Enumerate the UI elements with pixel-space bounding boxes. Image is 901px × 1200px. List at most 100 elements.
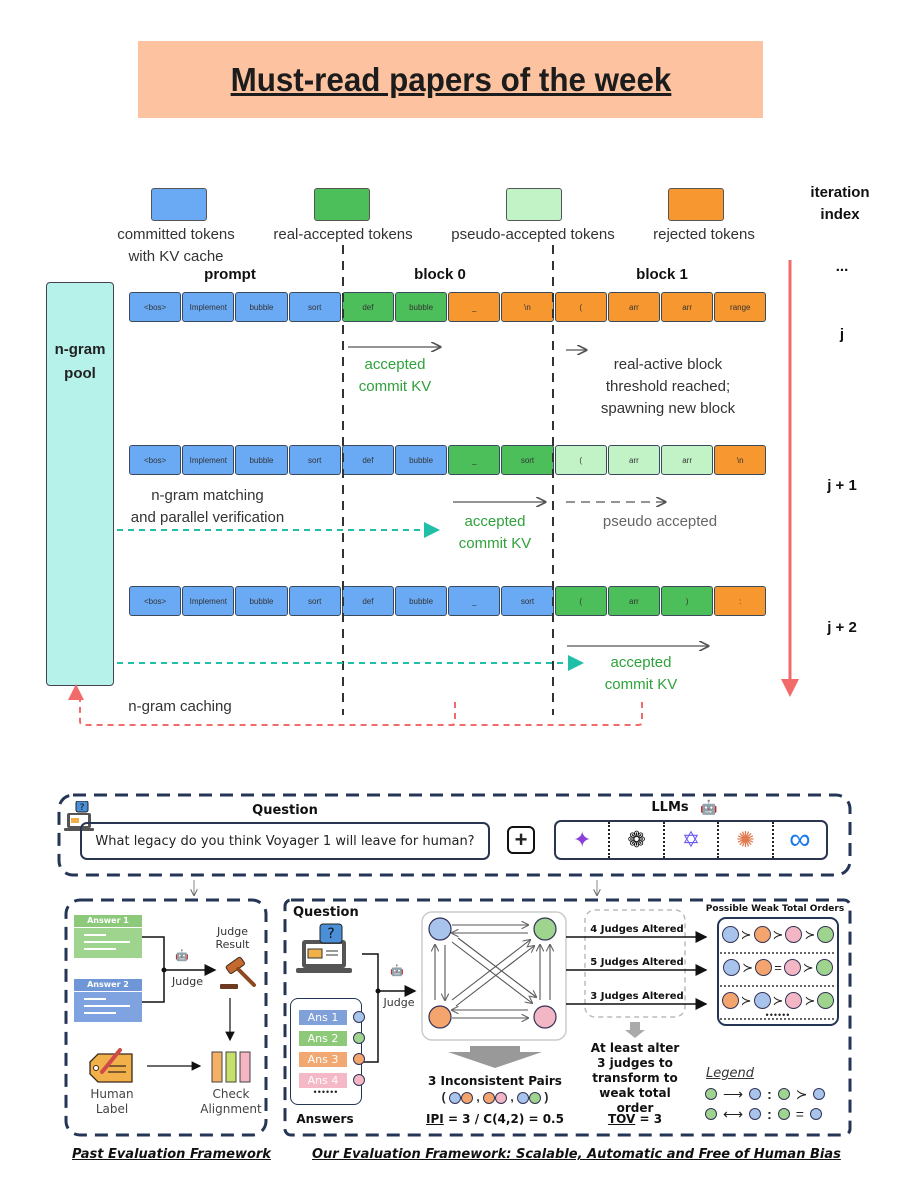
annotation-ngram-caching: n-gram caching (128, 698, 232, 715)
annotation-line: spawning new block (600, 400, 736, 417)
annotation-pseudo-accepted: pseudo accepted (602, 513, 718, 530)
legend-swatch-committed (151, 188, 207, 221)
answer-card-1: Answer 1 (74, 915, 142, 960)
answer-label: Ans 3 (299, 1051, 347, 1067)
weak-order: ≻≻≻ (718, 926, 838, 943)
legend-node-green (705, 1108, 717, 1120)
answer-node-pink (785, 992, 803, 1009)
llms-title: LLMs (651, 800, 689, 815)
legend-node-blue (749, 1108, 762, 1120)
section-header-prompt: prompt (204, 266, 256, 283)
token-rejected: \n (501, 292, 554, 322)
token-real-accepted: _ (448, 445, 501, 475)
token-pseudo-accepted: arr (607, 445, 660, 475)
legend-arrow: ⟷ (723, 1105, 744, 1122)
alter-down-arrow (625, 1022, 645, 1038)
ipi-formula: IPI = 3 / C(4,2) = 0.5 (410, 1112, 580, 1126)
weak-orders-list: ≻≻≻≻=≻≻≻≻•••••• (718, 918, 838, 1025)
inconsistent-pairs-list: ( , , ) (441, 1090, 549, 1104)
token-committed: def (341, 586, 394, 616)
legend-row: ⟷:= (705, 1104, 845, 1124)
token-committed: Implement (182, 586, 235, 616)
graph-node-ans2 (533, 917, 557, 941)
answer-node-green (817, 992, 835, 1009)
legend-row: ⟶:≻ (705, 1084, 845, 1104)
legend-swatch-real-accepted (314, 188, 370, 221)
past-frame (64, 898, 268, 1137)
annotation-line: commit KV (604, 676, 678, 693)
ngram-pool-label-line1: n-gram (54, 341, 106, 358)
ngram-caching-loop (68, 684, 643, 726)
answer-item: Ans 3 (299, 1051, 369, 1067)
ours-caption: Our Evaluation Framework: Scalable, Auto… (312, 1147, 841, 1162)
label-line: 3 judges to (597, 1056, 673, 1070)
figure1-connectors (68, 245, 799, 726)
token-committed: _ (448, 586, 501, 616)
answers-more: •••••• (313, 1087, 339, 1097)
token-committed: def (341, 445, 394, 475)
svg-text:?: ? (327, 926, 334, 942)
answer-card-2-title: Answer 2 (74, 979, 142, 991)
token-committed: sort (288, 292, 341, 322)
gavel-icon (218, 955, 258, 991)
token-committed: bubble (395, 586, 448, 616)
answer-label: Ans 1 (299, 1009, 347, 1025)
label-line: Check (212, 1087, 250, 1101)
token-rejected: ( (554, 292, 607, 322)
annotation-line: accepted (364, 356, 426, 373)
annotation-line: real-active block (613, 356, 723, 373)
check-alignment-text: Check Alignment (196, 1087, 266, 1117)
legend-node-green (705, 1088, 717, 1100)
answer-node-orange (721, 992, 739, 1009)
legend-node-blue (809, 1108, 822, 1120)
answer-node-orange (753, 926, 771, 943)
ipi-value: = 3 / C(4,2) = 0.5 (443, 1112, 564, 1126)
token-rejected: arr (607, 292, 660, 322)
answer-color-dot (353, 1011, 365, 1023)
weak-orders-box (717, 917, 839, 1026)
legend-node-green (777, 1088, 790, 1100)
ours-frame (283, 898, 852, 1137)
token-rejected: range (714, 292, 767, 322)
token-real-accepted: arr (607, 586, 660, 616)
answer-node-orange (755, 959, 773, 976)
at-least-alter-text: At least alter 3 judges to transform to … (580, 1041, 690, 1116)
section-header-block0: block 0 (414, 266, 466, 283)
tov-label: TOV (607, 1112, 636, 1126)
qwen-icon: ✡ (665, 822, 720, 858)
judge-result-label: Judge Result (210, 925, 255, 951)
answer-color-dot (353, 1032, 365, 1044)
relation-symbol: ≻ (742, 959, 754, 975)
token-committed: <bos> (129, 586, 182, 616)
token-committed: bubble (235, 292, 288, 322)
annotation-line: accepted (464, 513, 526, 530)
legend-relation: ≻ (795, 1085, 808, 1102)
legend-relation: = (795, 1106, 804, 1122)
graph-node-ans4 (533, 1005, 557, 1029)
ours-question-title: Question (293, 905, 359, 920)
judges-altered-1: 4 Judges Altered (590, 924, 684, 935)
annotation-line: and parallel verification (130, 509, 285, 526)
token-committed: sort (288, 445, 341, 475)
annotation-line: commit KV (458, 535, 532, 552)
answer-card-1-body (74, 928, 142, 958)
graph-edges (435, 925, 550, 1018)
answer-color-dot (353, 1053, 365, 1065)
token-committed: Implement (182, 445, 235, 475)
label-line: Judge (217, 925, 248, 938)
graph-node-ans1 (428, 917, 452, 941)
token-committed: sort (288, 586, 341, 616)
token-real-accepted: ( (554, 586, 607, 616)
label-line: At least alter (590, 1041, 680, 1055)
legend-sublabel-committed: with KV cache (128, 248, 224, 265)
legend-swatch-pseudo-accepted (506, 188, 562, 221)
meta-icon: ∞ (789, 823, 811, 856)
legend-title: Legend (706, 1066, 754, 1081)
token-real-accepted: bubble (395, 292, 448, 322)
annotation-line: accepted (610, 654, 672, 671)
answer-node-green (815, 959, 833, 976)
svg-text:?: ? (80, 803, 85, 813)
legend-label-pseudo-accepted: pseudo-accepted tokens (451, 226, 615, 243)
answer-color-dot (353, 1074, 365, 1086)
ours-judge-label: Judge (383, 996, 415, 1009)
